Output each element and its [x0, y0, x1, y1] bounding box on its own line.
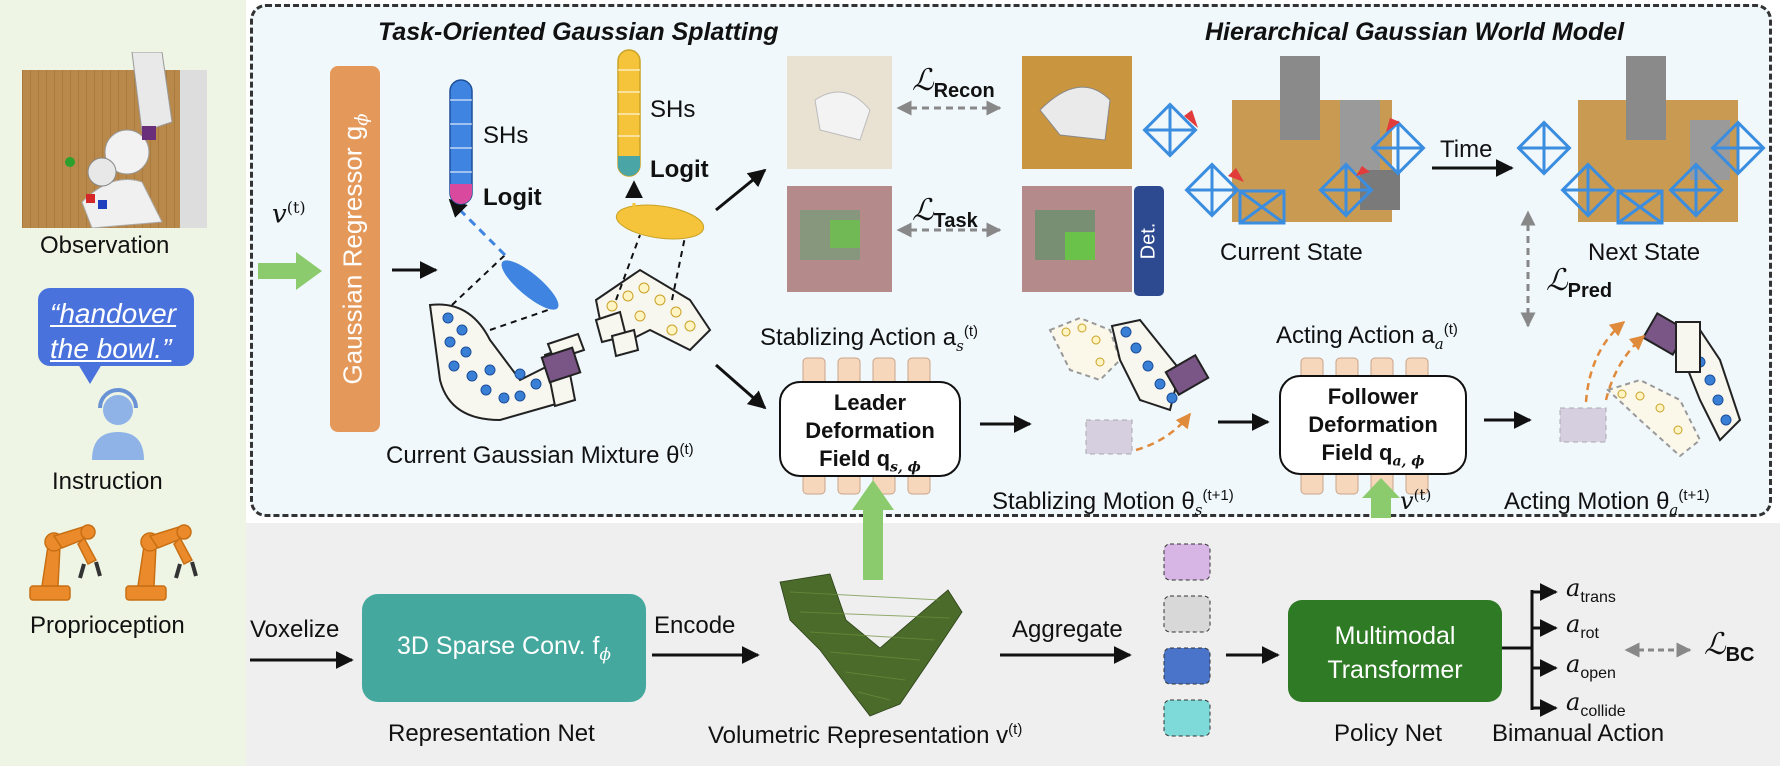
stabilizing-motion-label: Stablizing Motion θs(t+1): [992, 487, 1234, 519]
stabilizing-motion-shape: [1048, 316, 1210, 455]
instruction-text-line2: the bowl.”: [50, 333, 172, 364]
voxelize-label: Voxelize: [250, 616, 340, 643]
instruction-text-line1: “handover: [50, 298, 177, 329]
proprioception-label: Proprioception: [30, 612, 185, 639]
aggregate-label: Aggregate: [1012, 616, 1123, 643]
action-collide: acollide: [1566, 688, 1626, 720]
current-state-label: Current State: [1220, 239, 1363, 266]
volumetric-representation-label: Volumetric Representation v(t): [708, 721, 1023, 749]
next-state-cameras: [1516, 120, 1766, 225]
leader-field-line3: Field qs, ϕ: [819, 446, 921, 476]
action-open: aopen: [1566, 650, 1616, 682]
current-gaussian-mixture-label: Current Gaussian Mixture θ(t): [386, 441, 694, 469]
representation-net-label: Representation Net: [388, 720, 595, 747]
action-trans: atrans: [1566, 574, 1616, 606]
current-state-cameras: [1142, 102, 1426, 225]
loss-bc-label: ℒBC: [1704, 627, 1755, 666]
sh-label-1: SHs: [483, 122, 529, 149]
gaussian-regressor-block: [330, 66, 380, 432]
leader-field-line1: Leader: [833, 390, 907, 415]
sparse-conv-label: 3D Sparse Conv. fϕ: [397, 632, 611, 665]
task-oriented-gs-title: Task-Oriented Gaussian Splatting: [378, 18, 779, 46]
current-state-scene: [1232, 56, 1400, 222]
loss-pred-label: ℒPred: [1546, 263, 1613, 302]
sh-logit-capsule-yellow: [617, 49, 641, 177]
follower-field-line3: Field qa, ϕ: [1321, 440, 1425, 470]
loss-recon-label: ℒRecon: [912, 63, 995, 102]
time-label: Time: [1440, 136, 1493, 163]
stabilizing-action-label: Stablizing Action as(t): [760, 323, 978, 355]
volumetric-voxel-cloud: [779, 573, 963, 717]
logit-label-1: Logit: [483, 184, 542, 211]
multimodal-line2: Transformer: [1327, 656, 1463, 684]
follower-field-line1: Follower: [1327, 384, 1419, 409]
instruction-label: Instruction: [52, 468, 163, 495]
follower-deformation-field-shape: [1279, 357, 1467, 495]
green-arrow-to-follower: [1362, 478, 1400, 518]
robot-arms-icon: [26, 516, 214, 604]
sparse-conv-block: [362, 594, 646, 702]
acting-action-label: Acting Action aa(t): [1276, 321, 1458, 353]
sh-logit-capsule-blue: [449, 79, 473, 205]
input-v-label: v(t): [272, 198, 306, 230]
sh-label-2: SHs: [650, 96, 696, 123]
multimodal-line1: Multimodal: [1334, 622, 1456, 650]
green-arrow-to-leader: [852, 480, 894, 580]
green-input-arrow: [258, 252, 322, 290]
bimanual-action-label: Bimanual Action: [1492, 720, 1665, 747]
encode-label: Encode: [654, 612, 736, 639]
next-state-label: Next State: [1588, 239, 1701, 266]
leader-deformation-field-shape: [779, 357, 961, 495]
user-icon: [88, 386, 148, 462]
follower-input-v-label: v(t): [1400, 486, 1432, 515]
world-model-panel: [250, 4, 1772, 517]
policy-net-label: Policy Net: [1334, 720, 1443, 747]
leader-field-line2: Deformation: [805, 418, 935, 443]
observation-image: [22, 51, 207, 229]
aggregated-patches: [1163, 543, 1211, 737]
logit-label-2: Logit: [650, 156, 709, 183]
multimodal-transformer-block: [1288, 600, 1502, 702]
acting-motion-shape: [1559, 312, 1742, 458]
gaussian-mixture-arm-2: [594, 268, 712, 358]
acting-motion-label: Acting Motion θa(t+1): [1504, 487, 1710, 519]
instruction-speech-bubble: [38, 288, 194, 384]
observation-label: Observation: [40, 232, 170, 259]
det-badge: [1134, 186, 1164, 296]
action-rot: arot: [1566, 610, 1599, 642]
gaussian-mixture-arm: [428, 303, 586, 422]
hierarchical-world-model-title: Hierarchical Gaussian World Model: [1205, 18, 1625, 46]
loss-task-label: ℒTask: [912, 193, 978, 232]
follower-field-line2: Deformation: [1308, 412, 1438, 437]
